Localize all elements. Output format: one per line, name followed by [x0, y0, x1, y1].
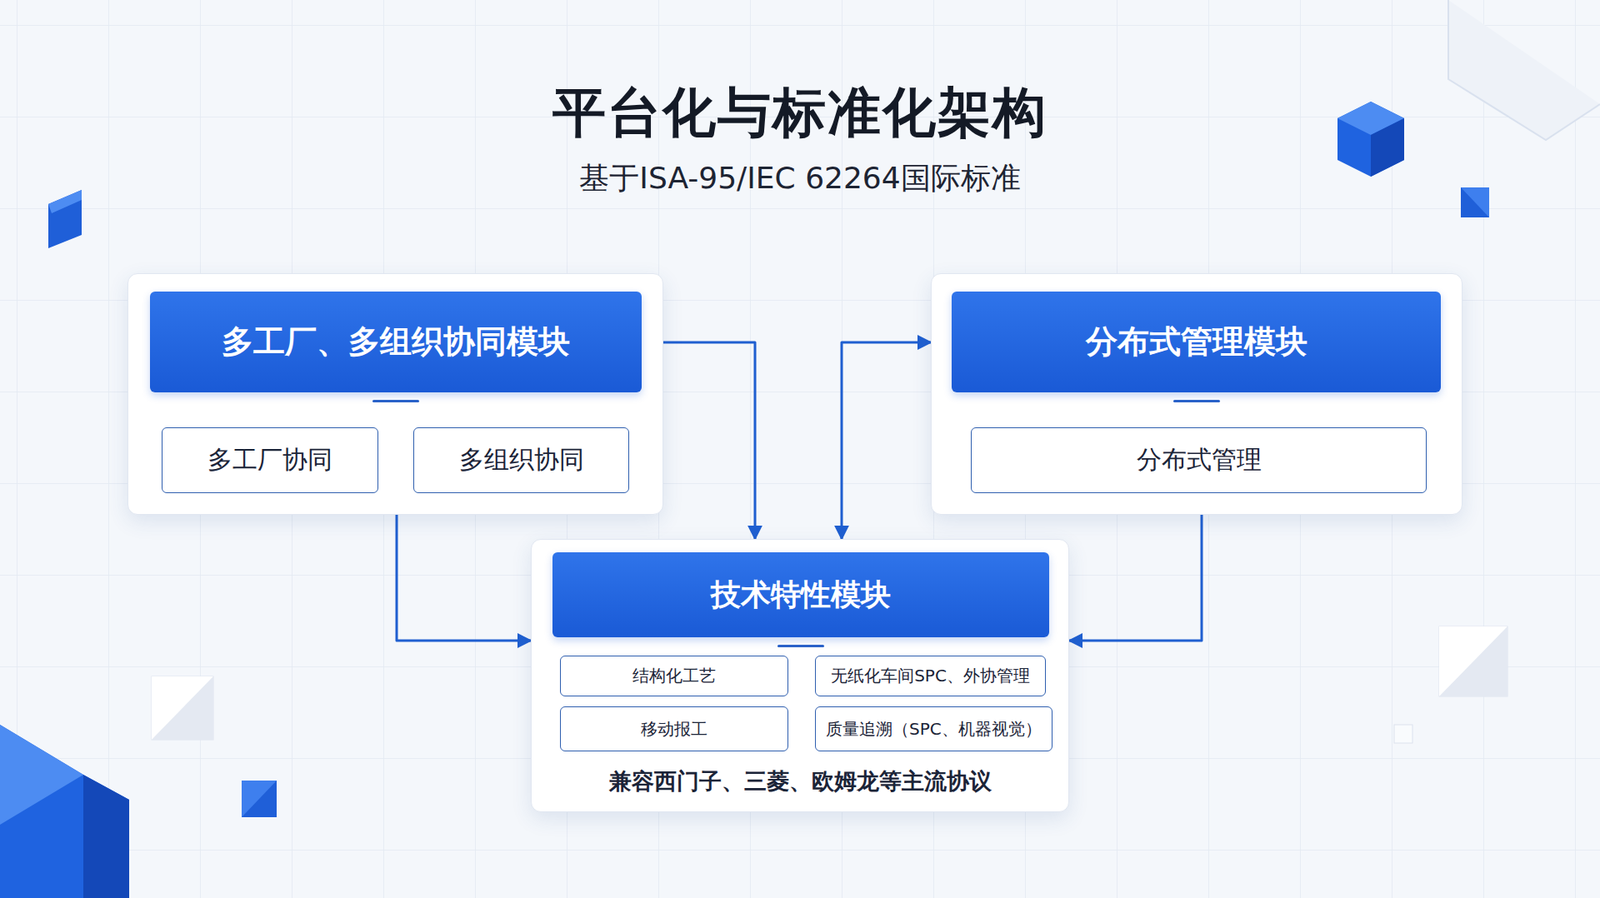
feature-box: 质量追溯（SPC、机器视觉） [815, 706, 1053, 752]
cube [151, 676, 214, 740]
protocol-note: 兼容西门子、三菱、欧姆龙等主流协议 [531, 766, 1069, 797]
module-panel: 多工厂、多组织协同模块多工厂协同 多组织协同 [127, 273, 664, 515]
subtitle: 基于ISA-95/IEC 62264国际标准 [0, 158, 1600, 200]
module-header: 多工厂、多组织协同模块 [150, 291, 642, 393]
module-panel: 技术特性模块兼容西门子、三菱、欧姆龙等主流协议 结构化工艺 无纸化车间SPC、外协管… [530, 539, 1070, 813]
cube [1460, 187, 1490, 218]
cube [241, 780, 277, 818]
module-header: 技术特性模块 [552, 552, 1050, 638]
feature-label: 质量追溯（SPC、机器视觉） [825, 718, 1042, 741]
feature-label: 分布式管理 [1136, 443, 1262, 478]
cube [1439, 626, 1508, 697]
title-rule [283, 110, 484, 112]
diagram-title: 平台化与标准化架构 [0, 76, 1600, 150]
feature-label: 无纸化车间SPC、外协管理 [830, 665, 1030, 688]
cube [0, 725, 130, 898]
feature-label: 移动报工 [640, 718, 708, 741]
cube [48, 190, 82, 249]
corner-shape [1448, 0, 1600, 140]
title-rule [1116, 110, 1317, 112]
flow-connector [1069, 515, 1202, 641]
module-panel: 分布式管理模块分布式管理 [930, 273, 1463, 515]
feature-label: 结构化工艺 [632, 665, 716, 688]
flow-connector [841, 342, 931, 540]
module-header: 分布式管理模块 [951, 291, 1441, 393]
feature-box: 分布式管理 [970, 427, 1427, 494]
feature-box: 结构化工艺 [560, 655, 789, 697]
feature-box: 移动报工 [560, 706, 789, 752]
cube [1394, 725, 1413, 744]
feature-box: 多组织协同 [413, 427, 630, 494]
feature-box: 无纸化车间SPC、外协管理 [815, 655, 1046, 697]
flow-connector [396, 515, 531, 641]
flow-connector [663, 342, 755, 540]
feature-label: 多组织协同 [459, 443, 585, 478]
feature-label: 多工厂协同 [207, 443, 333, 478]
feature-box: 多工厂协同 [161, 427, 379, 494]
cube [1337, 101, 1405, 177]
